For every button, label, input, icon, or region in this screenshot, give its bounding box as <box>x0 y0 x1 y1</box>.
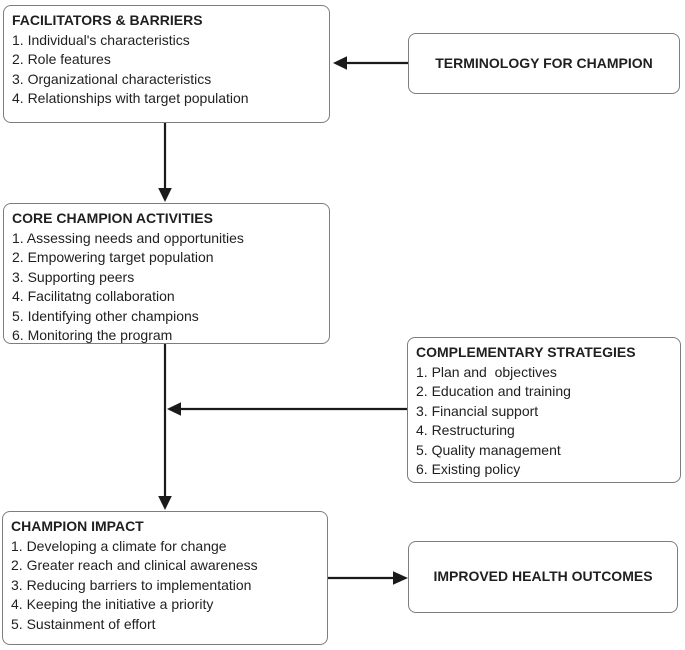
list-item: 4. Restructuring <box>416 422 515 438</box>
list-item: 1. Assessing needs and opportunities <box>12 229 244 246</box>
list-item: 5. Sustainment of effort <box>11 615 156 632</box>
list-item: 4. Facilitatng collaboration <box>12 288 175 304</box>
list-item: 1. Individual's characteristics <box>12 31 190 48</box>
arrow-facilitators-to-core <box>158 123 172 202</box>
improved-outcomes-title: IMPROVED HEALTH OUTCOMES <box>433 568 653 585</box>
list-item: 2. Role features <box>12 51 111 67</box>
list-item: 6. Monitoring the program <box>12 327 173 343</box>
list-item: 1. Plan and objectives <box>416 363 557 380</box>
list-item: 4. Relationships with target population <box>12 90 249 106</box>
list-item: 1. Developing a climate for change <box>11 537 227 554</box>
list-item: 3. Organizational characteristics <box>12 70 212 87</box>
arrow-core-to-impact <box>158 344 172 510</box>
list-item: 3. Reducing barriers to implementation <box>11 576 252 593</box>
arrow-impact-to-outcomes <box>328 571 408 585</box>
list-item: 2. Education and training <box>416 383 571 399</box>
list-item: 3. Financial support <box>416 402 539 419</box>
terminology-box: TERMINOLOGY FOR CHAMPION <box>408 33 680 94</box>
facilitators-barriers-box: FACILITATORS & BARRIERS 1. Individual's … <box>3 5 330 123</box>
core-activities-box: CORE CHAMPION ACTIVITIES 1. Assessing ne… <box>3 203 330 344</box>
list-item: 2. Greater reach and clinical awareness <box>11 557 258 573</box>
facilitators-barriers-title: FACILITATORS & BARRIERS <box>12 12 203 28</box>
list-item: 2. Empowering target population <box>12 249 214 265</box>
list-item: 4. Keeping the initiative a priority <box>11 596 214 612</box>
champion-impact-box: CHAMPION IMPACT 1. Developing a climate … <box>2 511 328 645</box>
list-item: 3. Supporting peers <box>12 268 135 285</box>
list-item: 5. Identifying other champions <box>12 307 199 324</box>
terminology-title: TERMINOLOGY FOR CHAMPION <box>435 54 653 71</box>
core-activities-title: CORE CHAMPION ACTIVITIES <box>12 210 213 226</box>
complementary-strategies-title: COMPLEMENTARY STRATEGIES <box>416 344 636 360</box>
complementary-strategies-box: COMPLEMENTARY STRATEGIES 1. Plan and obj… <box>407 337 681 483</box>
champion-impact-title: CHAMPION IMPACT <box>11 518 144 534</box>
list-item: 5. Quality management <box>416 441 561 458</box>
arrow-complementary-to-flow <box>167 402 407 416</box>
improved-outcomes-box: IMPROVED HEALTH OUTCOMES <box>408 541 678 613</box>
list-item: 6. Existing policy <box>416 461 521 477</box>
arrow-terminology-to-facilitators <box>333 56 408 70</box>
